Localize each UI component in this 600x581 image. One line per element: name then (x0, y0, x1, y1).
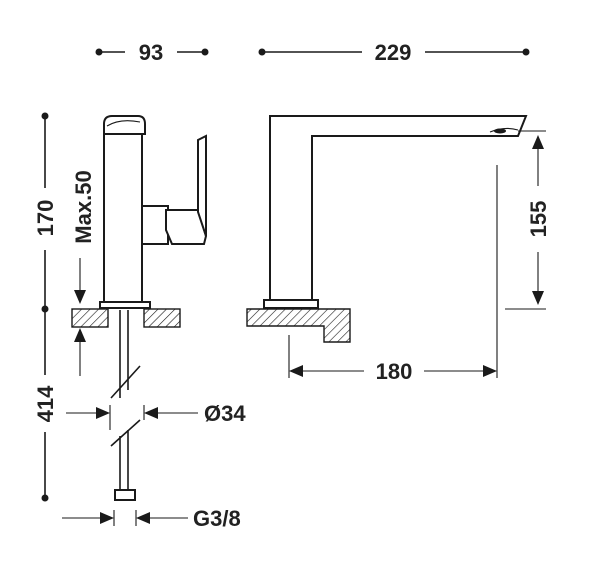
dimension-g38-label: G3/8 (193, 506, 241, 531)
dimension-155-label: 155 (526, 201, 551, 238)
dimension-414-label: 414 (33, 385, 58, 422)
dimension-max50-label: Max.50 (71, 170, 96, 243)
dimension-93: 93 (95, 40, 209, 65)
dimension-max50: Max.50 (71, 170, 96, 376)
dimension-d34: Ø34 (66, 401, 246, 426)
dimension-g38: G3/8 (62, 506, 241, 531)
dimension-170-label: 170 (33, 200, 58, 237)
dimension-vertical-left: 170 414 (33, 112, 58, 502)
faucet-side-view (246, 115, 528, 343)
dimension-180-label: 180 (376, 359, 413, 384)
dimension-229-label: 229 (375, 40, 412, 65)
dimension-180: 180 (288, 165, 498, 384)
dimension-155: 155 (505, 130, 551, 310)
faucet-front-view (71, 115, 208, 501)
dimension-d34-label: Ø34 (204, 401, 246, 426)
dimension-93-label: 93 (139, 40, 163, 65)
dimension-229: 229 (258, 40, 530, 65)
